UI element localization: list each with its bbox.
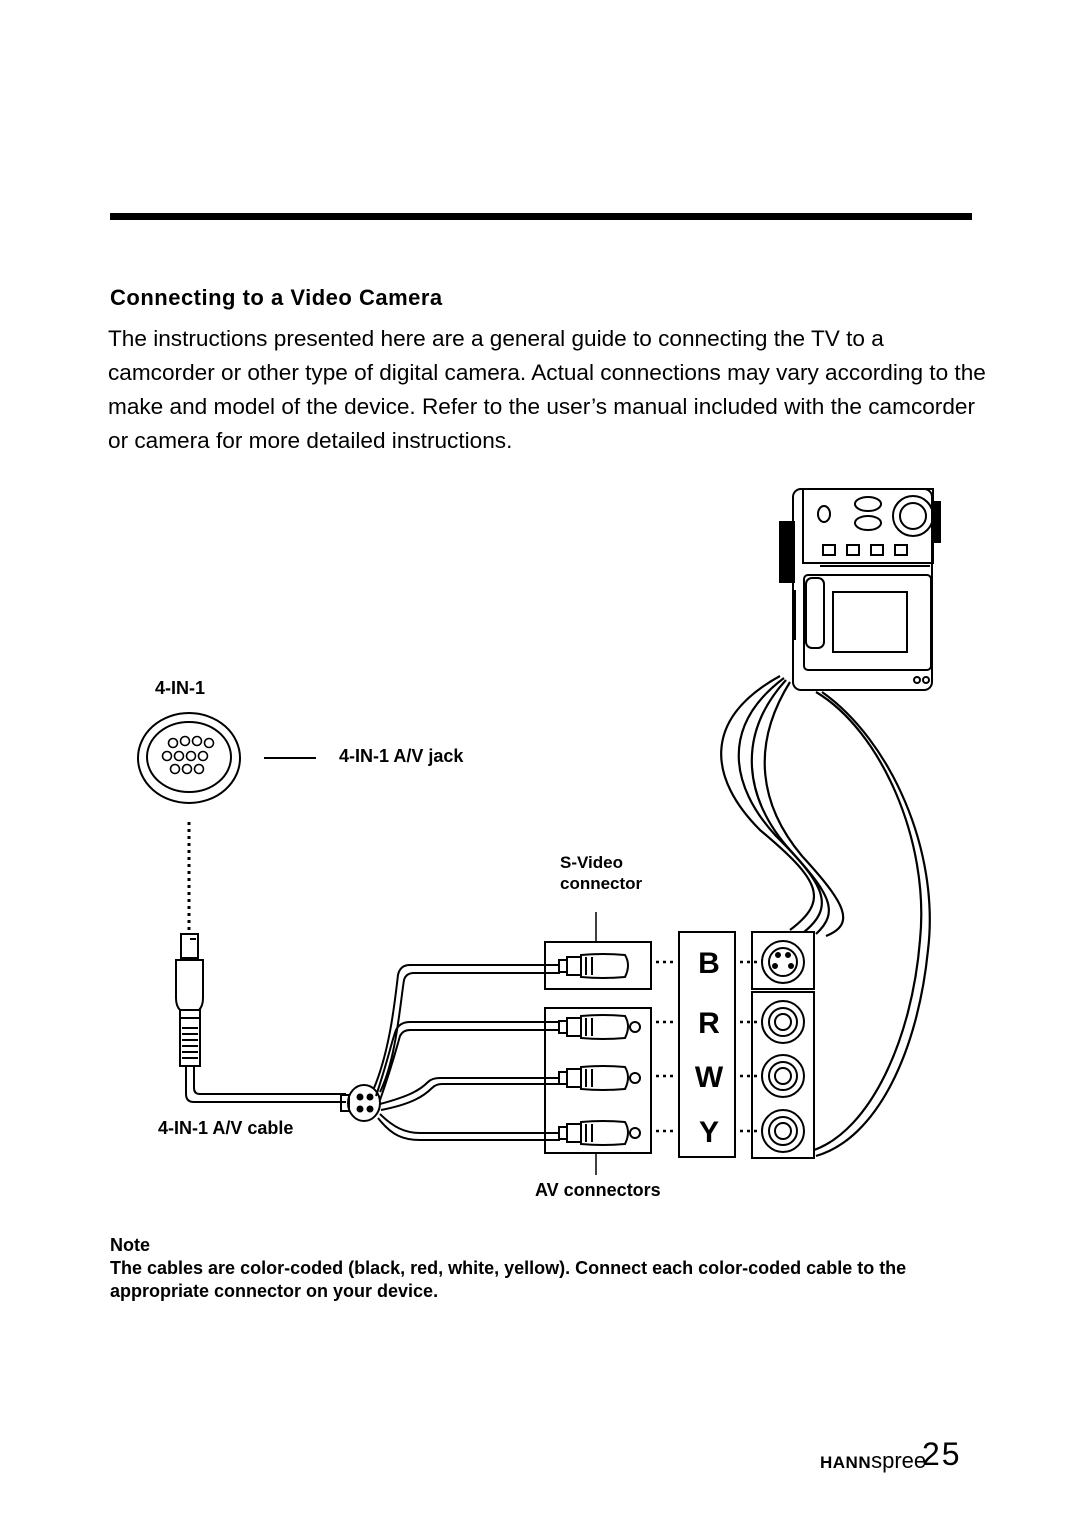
camcorder-icon — [779, 488, 941, 691]
letter-b: B — [698, 947, 720, 980]
white-jack-icon — [761, 1054, 805, 1098]
letter-r: R — [698, 1007, 720, 1040]
brand-logo: HANNspree — [820, 1448, 926, 1474]
note-heading: Note — [110, 1235, 150, 1255]
top-rule — [110, 213, 972, 220]
svideo-jack-icon — [761, 940, 805, 984]
cable-label: 4-IN-1 A/V cable — [158, 1118, 294, 1138]
red-jack-icon — [761, 1000, 805, 1044]
section-title: Connecting to a Video Camera — [110, 285, 443, 310]
note-body: The cables are color-coded (black, red, … — [110, 1258, 907, 1301]
four-in-one-port-icon — [137, 712, 241, 804]
camcorder-cables — [720, 675, 931, 1158]
yellow-jack-icon — [761, 1109, 805, 1153]
letter-y: Y — [698, 1116, 719, 1149]
port-label: 4-IN-1 — [155, 678, 206, 698]
letter-w: W — [694, 1061, 724, 1094]
red-rca-plug-icon — [558, 1014, 641, 1040]
white-rca-plug-icon — [558, 1065, 641, 1091]
av-connectors-label: AV connectors — [535, 1180, 661, 1200]
four-in-one-plug-icon — [175, 933, 204, 1067]
jack-label: 4-IN-1 A/V jack — [339, 746, 464, 766]
yellow-rca-plug-icon — [558, 1120, 641, 1146]
brand-light: spree — [871, 1448, 927, 1473]
connector-letter-box: B R W Y — [678, 931, 736, 1158]
svideo-plug-icon — [544, 941, 652, 990]
svideo-label-line1: S-Video — [560, 853, 623, 872]
cable-splitter-icon — [340, 1084, 381, 1122]
page-number: 25 — [922, 1436, 962, 1472]
brand-bold: HANN — [820, 1453, 872, 1472]
svideo-label-line2: connector — [560, 874, 643, 893]
intro-paragraph: The instructions presented here are a ge… — [108, 326, 986, 453]
